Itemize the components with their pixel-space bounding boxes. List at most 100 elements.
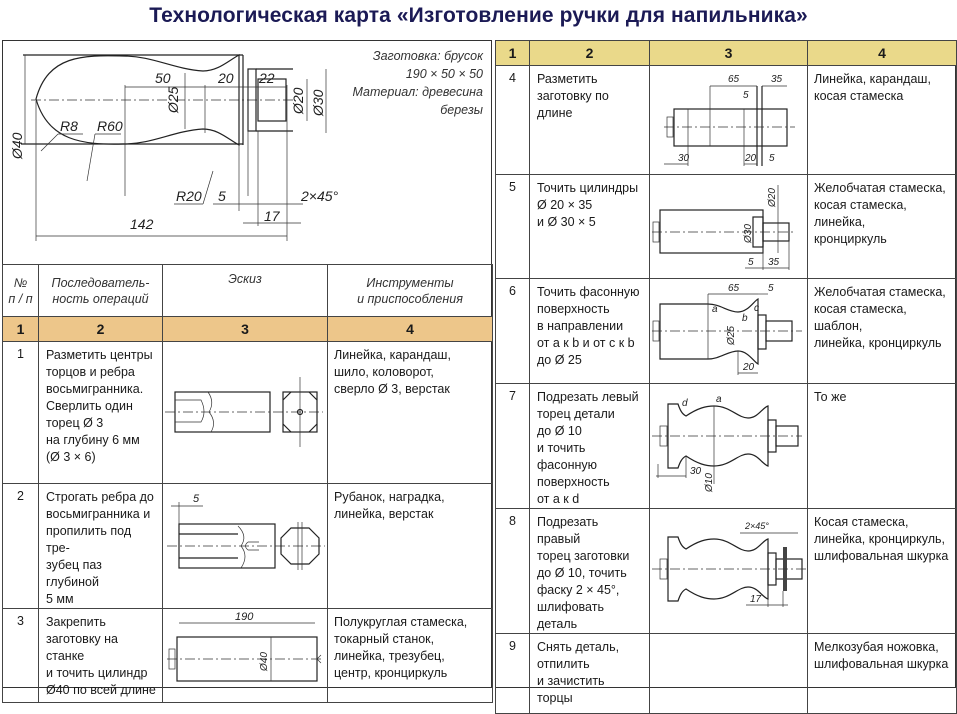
main-part-drawing: 50 20 22 Ø40 R8 R60 Ø25 Ø20 Ø30 R20 5 2×… [9, 53, 339, 241]
label-c: c [754, 303, 759, 314]
operation-sketch: 2×45° 17 [649, 508, 808, 634]
table-row: 9 Снять деталь, отпилить и зачистить тор… [495, 633, 957, 714]
operation-description: Подрезать левый торец детали до Ø 10 и т… [529, 383, 650, 509]
blank-spec-line: 190 × 50 × 50 [405, 67, 483, 81]
dim-30: 30 [690, 466, 702, 477]
break-line [237, 525, 246, 569]
column-number: 2 [38, 316, 163, 342]
operation-sketch: 65 5 a b c Ø25 20 [649, 278, 808, 384]
header-text: Инструменты [366, 275, 454, 290]
text-line: торцов и ребра [46, 365, 135, 379]
dim-65: 65 [728, 74, 740, 85]
text-line: пропилить под тре- [46, 524, 132, 555]
text-line: Линейка, карандаш, [334, 348, 451, 362]
column-number: 3 [162, 316, 328, 342]
operation-description: Закрепить заготовку на станке и точить ц… [38, 608, 163, 703]
text-line: поверхность [537, 475, 610, 489]
text-line: Разметить центры [46, 348, 153, 362]
text-line: поверхность [537, 302, 610, 316]
table-row: 6 Точить фасонную поверхность в направле… [495, 278, 957, 384]
column-number: 1 [495, 40, 530, 66]
handle-body-outline [35, 53, 240, 147]
operation-description: Строгать ребра до восьмигранника и пропи… [38, 483, 163, 609]
text-line: заготовку на станке [46, 632, 119, 663]
text-line: Полукруглая стамеска, [334, 615, 468, 629]
leader-line [40, 133, 59, 152]
operation-description: Подрезать правый торец заготовки до Ø 10… [529, 508, 650, 634]
header-text: № [13, 275, 28, 290]
text-line: до Ø 10 [537, 424, 582, 438]
operation-sketch [649, 633, 808, 714]
text-line: токарный станок, [334, 632, 435, 646]
text-line: линейка, верстак [334, 507, 434, 521]
text-line: торец заготовки [537, 549, 630, 563]
text-line: косая стамеска, шаблон, [814, 302, 907, 333]
text-line: Точить фасонную [537, 285, 640, 299]
dim-chamfer: 2×45° [300, 188, 339, 204]
table-row: 1 Разметить центры торцов и ребра восьми… [2, 341, 493, 484]
text-line: и точить цилиндр [46, 666, 148, 680]
octagon-corners [282, 391, 318, 433]
text-line: на глубину 6 мм [46, 433, 140, 447]
text-line: восьмигранника. [46, 382, 144, 396]
text-line: шлифовальная шкурка [814, 549, 949, 563]
header-sketch: Эскиз [162, 264, 328, 317]
text-line: и точить фасонную [537, 441, 598, 472]
text-line: центр, кронциркуль [334, 666, 448, 680]
operation-description: Разметить центры торцов и ребра восьмигр… [38, 341, 163, 484]
dim-5-bottom: 5 [769, 153, 775, 164]
text-line: Линейка, карандаш, [814, 72, 931, 86]
dim-d40: Ø40 [9, 132, 25, 160]
operation-description: Точить цилиндры Ø 20 × 35 и Ø 30 × 5 [529, 174, 650, 279]
text-line: линейка, кронциркуль [814, 336, 942, 350]
dim-d20: Ø20 [767, 188, 778, 208]
text-line: Закрепить [46, 615, 106, 629]
operation-number: 8 [495, 508, 530, 634]
dim-r20: R20 [176, 188, 202, 204]
dim-142: 142 [130, 216, 154, 232]
operation-sketch [162, 341, 328, 484]
drill-hole [175, 399, 205, 423]
dim-5: 5 [748, 257, 754, 268]
operation-sketch: 65 35 5 30 20 5 [649, 65, 808, 175]
operation-sketch: d a 30 Ø10 [649, 383, 808, 509]
tailstock-center [316, 654, 322, 664]
operation-tools: Желобчатая стамеска, косая стамеска, шаб… [807, 278, 957, 384]
column-number: 1 [2, 316, 39, 342]
column-number: 4 [327, 316, 493, 342]
dim-chamfer: 2×45° [744, 521, 769, 531]
text-line: шлифовать деталь [537, 600, 604, 631]
blank-specification: Заготовка: брусок 190 × 50 × 50 Материал… [353, 47, 484, 119]
sketch-turn-cylinder: 190 Ø40 [167, 611, 323, 682]
dim-5-top: 5 [743, 90, 749, 101]
operations-table-right: 1 2 3 4 4 Разметить заготовку по длине 6… [495, 40, 957, 714]
text-line: То же [814, 390, 847, 404]
text-line: линейка, кронциркуль, [814, 532, 945, 546]
operation-tools: Косая стамеска, линейка, кронциркуль, шл… [807, 508, 957, 634]
center-hole [296, 408, 304, 416]
text-line: отпилить [537, 657, 590, 671]
text-line: Косая стамеска, [814, 515, 909, 529]
table-row: 3 Закрепить заготовку на станке и точить… [2, 608, 493, 703]
operation-tools: Желобчатая стамеска, косая стамеска, лин… [807, 174, 957, 279]
text-line: Подрезать левый [537, 390, 639, 404]
operation-tools: Полукруглая стамеска, токарный станок, л… [327, 608, 493, 703]
dim-190: 190 [235, 611, 254, 623]
dim-r8: R8 [60, 118, 78, 134]
sketch-face-right-chamfer: 2×45° 17 [652, 521, 806, 607]
text-line: торец детали [537, 407, 615, 421]
operation-number: 3 [2, 608, 39, 703]
text-line: косая стамеска [814, 89, 904, 103]
header-text: ность операций [52, 291, 149, 306]
text-line: зубец паз глубиной [46, 558, 102, 589]
dim-5: 5 [768, 283, 774, 294]
header-text: п / п [8, 291, 33, 306]
operation-tools: Мелкозубая ножовка, шлифовальная шкурка [807, 633, 957, 714]
column-number: 4 [807, 40, 957, 66]
column-number-row: 1 2 3 4 [495, 40, 957, 66]
dim-d25: Ø25 [165, 86, 181, 114]
collar [757, 314, 767, 350]
text-line: Точить цилиндры [537, 181, 639, 195]
dim-17: 17 [750, 594, 762, 605]
